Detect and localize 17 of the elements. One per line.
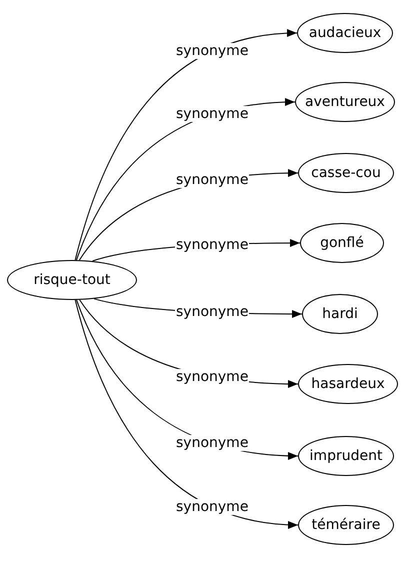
edge-label: synonyme	[175, 42, 250, 59]
ellipse-node: téméraire	[298, 505, 394, 545]
ellipse-node: risque-tout	[7, 260, 137, 300]
ellipse-node: hardi	[302, 294, 378, 334]
edge-label: synonyme	[175, 172, 250, 188]
ellipse-node: imprudent	[298, 436, 394, 476]
edge-label: synonyme	[175, 435, 250, 452]
ellipse-node: casse-cou	[298, 153, 394, 193]
edge-label: synonyme	[175, 498, 250, 515]
ellipse-node: aventureux	[295, 82, 395, 122]
ellipse-node: audacieux	[297, 13, 393, 53]
ellipse-node: gonflé	[300, 223, 384, 263]
arrow	[74, 30, 298, 261]
arrow	[74, 299, 298, 528]
ellipse-node: hasardeux	[298, 364, 398, 404]
edge-label: synonyme	[175, 106, 250, 122]
edge-label: synonyme	[175, 368, 250, 385]
